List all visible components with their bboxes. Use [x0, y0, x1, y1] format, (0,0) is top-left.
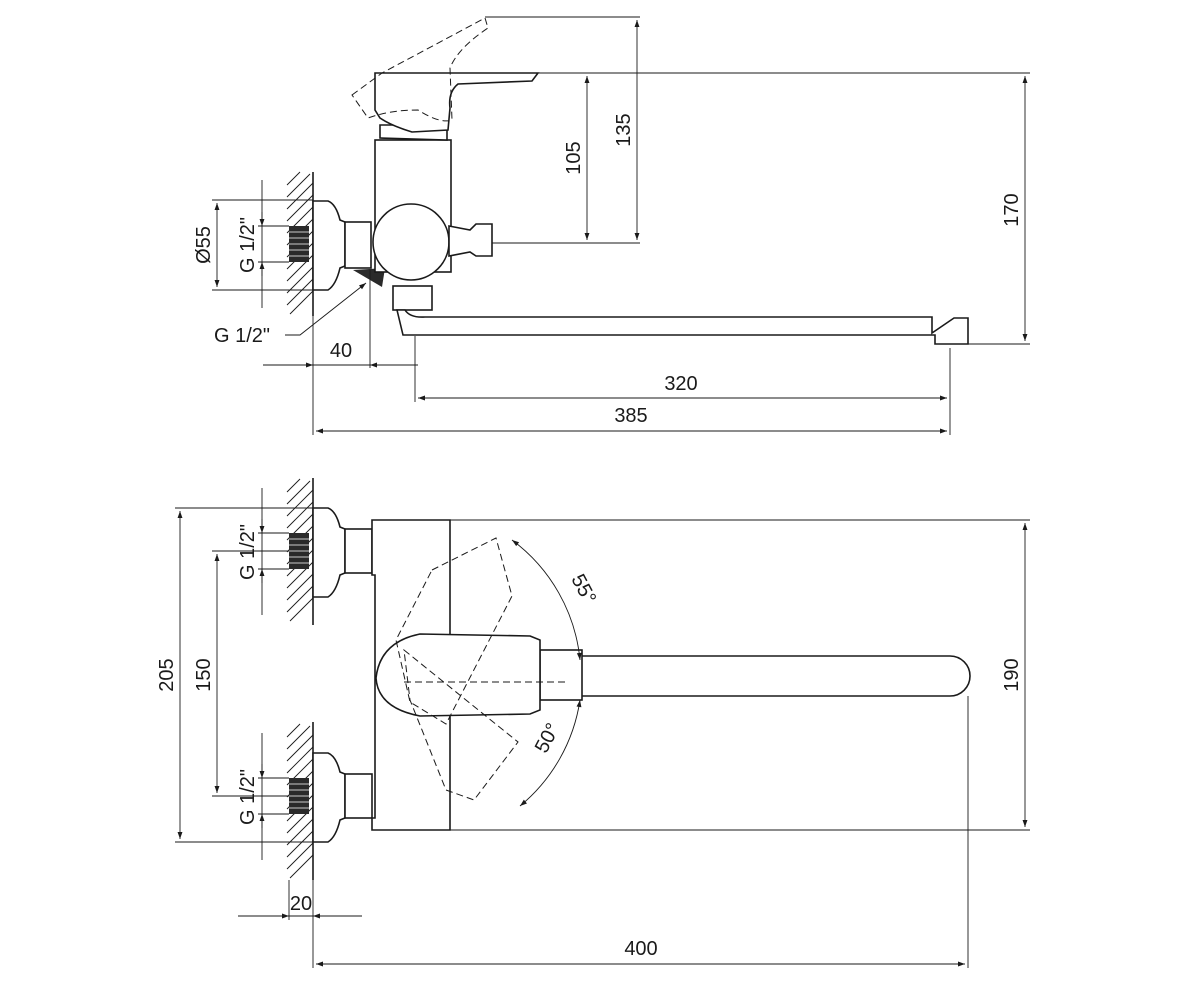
eccentric-connector-side [344, 221, 372, 269]
handle-rotated-right [403, 648, 519, 801]
side-view: 135 105 170 Ø55 G 1/2" G 1/2" 40 320 385 [193, 16, 1030, 435]
label-g12-top-upper: G 1/2" [237, 524, 259, 580]
angle-arc-upper [511, 539, 582, 661]
label-320: 320 [664, 373, 697, 395]
diverter-knob [372, 203, 450, 281]
label-40: 40 [330, 340, 352, 362]
label-205: 205 [156, 658, 178, 691]
wall-flange-side [312, 200, 346, 291]
label-135: 135 [613, 113, 635, 146]
label-angle-55: 55° [566, 571, 600, 608]
outlet-thread-leader [285, 282, 367, 336]
spout-side [395, 309, 969, 345]
spout-top [579, 655, 971, 697]
label-400: 400 [624, 938, 657, 960]
eccentric-top-upper [344, 528, 373, 574]
angle-arc-lower [519, 699, 582, 807]
label-105: 105 [563, 141, 585, 174]
spout-connector [392, 285, 433, 311]
label-170: 170 [1001, 193, 1023, 226]
label-g12-outlet: G 1/2" [214, 325, 270, 347]
label-385: 385 [614, 405, 647, 427]
handle-lever-top [375, 633, 541, 717]
top-view: 205 150 190 G 1/2" G 1/2" 20 400 55° 50° [156, 478, 1030, 968]
label-g12-inlet: G 1/2" [237, 217, 259, 273]
eccentric-top-lower [344, 773, 373, 819]
label-angle-50: 50° [531, 720, 565, 757]
spout-collar-top [539, 649, 583, 701]
handle-lever-side [374, 72, 540, 133]
wall-flange-top-lower [312, 752, 346, 843]
handle-rotated-left [395, 537, 513, 725]
label-d55: Ø55 [193, 226, 215, 264]
label-g12-top-lower: G 1/2" [237, 769, 259, 825]
label-150: 150 [193, 658, 215, 691]
label-190: 190 [1001, 658, 1023, 691]
handle-raised-dashed [351, 17, 489, 122]
label-20: 20 [290, 893, 312, 915]
wall-flange-top-upper [312, 507, 346, 598]
shower-outlet [448, 223, 493, 257]
